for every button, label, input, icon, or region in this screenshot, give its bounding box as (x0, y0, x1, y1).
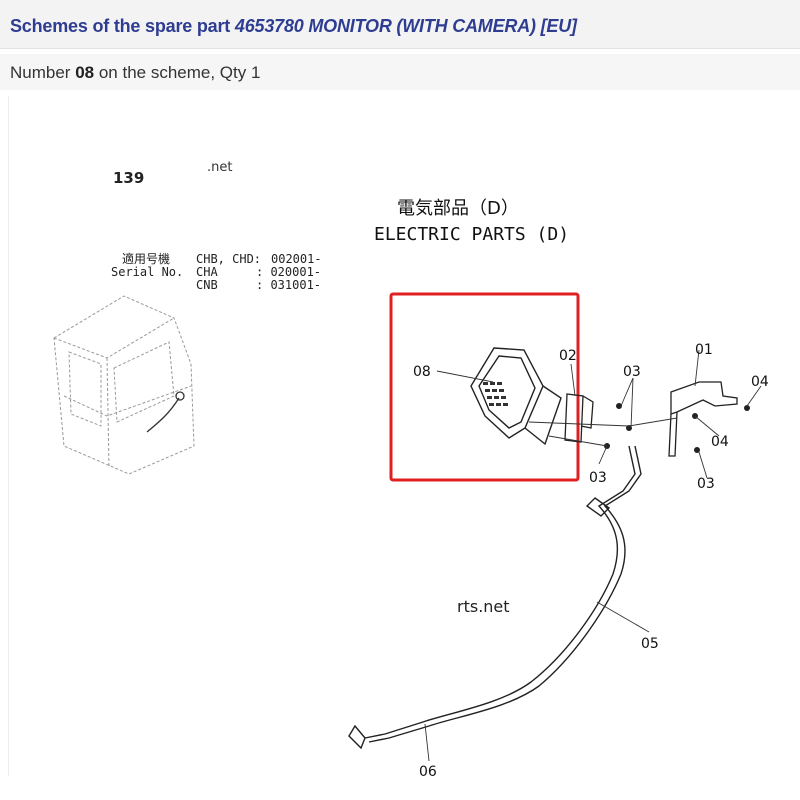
applicability-serial-2: : 031001- (256, 278, 321, 292)
applicability-label-1: Serial No. (111, 265, 183, 279)
label-06[interactable]: 06 (419, 764, 437, 776)
cab-outline (53, 295, 195, 475)
info-prefix: Number (10, 63, 76, 82)
highlight-box (389, 292, 580, 482)
scheme-diagram: 139 .net 電気部品（D） ELECTRIC PARTS (D) 適用号機… (8, 96, 800, 776)
label-03-b[interactable]: 03 (589, 470, 607, 486)
cab-harness (146, 391, 185, 433)
scheme-number: 08 (75, 63, 95, 82)
page-title: Schemes of the spare part 4653780 MONITO… (10, 16, 577, 37)
applicability-serial-1: : 020001- (256, 265, 321, 279)
label-03-a[interactable]: 03 (623, 364, 641, 380)
title-part-link[interactable]: 4653780 MONITOR (WITH CAMERA) [EU] (234, 16, 577, 36)
applicability-model-2: CNB (196, 278, 218, 292)
leader-05 (596, 601, 650, 633)
page-number: 139 (113, 169, 144, 187)
label-04-b[interactable]: 04 (711, 434, 729, 450)
applicability-serial-0: 002001- (271, 252, 322, 266)
label-04-a[interactable]: 04 (751, 374, 769, 390)
scheme-svg: 139 .net 電気部品（D） ELECTRIC PARTS (D) 適用号機… (53, 160, 769, 776)
applicability-block: 適用号機 CHB, CHD: 002001- Serial No. CHA : … (111, 251, 322, 292)
info-suffix: on the scheme, Qty 1 (94, 63, 261, 82)
applicability-model-1: CHA (196, 265, 218, 279)
part-info-text: Number 08 on the scheme, Qty 1 (10, 63, 260, 83)
bracket-01 (668, 381, 738, 457)
label-05[interactable]: 05 (641, 636, 659, 652)
heading-jp: 電気部品（D） (397, 198, 519, 219)
part-info: Number 08 on the scheme, Qty 1 (0, 54, 800, 90)
applicability-model-0: CHB, CHD: (196, 252, 261, 266)
leader-lines (436, 349, 762, 479)
bolts (604, 403, 750, 453)
leader-06 (424, 723, 430, 762)
label-03-c[interactable]: 03 (697, 476, 715, 492)
watermark-mid: rts.net (457, 597, 510, 616)
title-bar: Schemes of the spare part 4653780 MONITO… (0, 0, 800, 49)
applicability-label-0: 適用号機 (122, 251, 170, 266)
bracket-02 (564, 393, 594, 443)
monitor-keys (483, 382, 508, 406)
part-labels: 01 02 03 03 03 04 04 05 06 08 (413, 342, 769, 776)
heading-en: ELECTRIC PARTS (D) (374, 224, 569, 245)
label-08[interactable]: 08 (413, 364, 431, 380)
title-prefix: Schemes of the spare part (10, 16, 235, 36)
watermark-top: .net (207, 160, 232, 175)
label-02[interactable]: 02 (559, 348, 577, 364)
label-01[interactable]: 01 (695, 342, 713, 358)
monitor-drawing (470, 347, 562, 446)
harness-05 (348, 445, 642, 750)
